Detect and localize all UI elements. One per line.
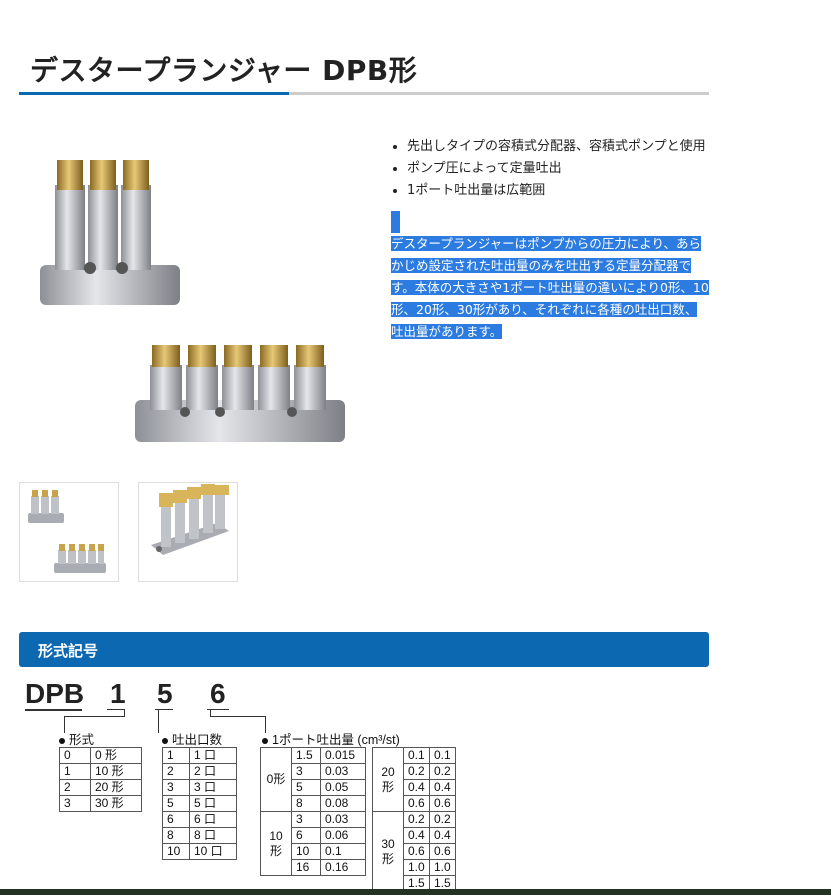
connector bbox=[64, 716, 65, 733]
connector bbox=[64, 716, 125, 717]
feature-item: 1ポート吐出量は広範囲 bbox=[407, 180, 706, 202]
feature-list: 先出しタイプの容積式分配器、容積式ポンプと使用 ポンプ圧によって定量吐出 1ポー… bbox=[390, 136, 706, 202]
connector bbox=[265, 716, 266, 733]
title-underline bbox=[19, 92, 709, 95]
thumbnail-1-image bbox=[28, 490, 106, 573]
description-block[interactable]: デスタープランジャーはポンプからの圧力により、あらかじめ設定された吐出量のみを吐… bbox=[391, 211, 709, 343]
text-selection-highlight bbox=[391, 211, 400, 233]
description-paragraph[interactable]: デスタープランジャーはポンプからの圧力により、あらかじめ設定された吐出量のみを吐… bbox=[391, 233, 709, 343]
thumbnail-1[interactable] bbox=[19, 482, 119, 582]
thumbnail-2[interactable] bbox=[138, 482, 238, 582]
digit-2-underline bbox=[155, 709, 173, 710]
model-code-digit-3: 6 bbox=[210, 678, 226, 709]
feature-item: 先出しタイプの容積式分配器、容積式ポンプと使用 bbox=[407, 136, 706, 158]
connector bbox=[124, 709, 125, 717]
feature-item: ポンプ圧によって定量吐出 bbox=[407, 158, 706, 180]
page-title: デスタープランジャー DPB形 bbox=[30, 53, 418, 87]
model-code-digit-2: 5 bbox=[157, 678, 173, 709]
model-code-prefix: DPB bbox=[25, 678, 85, 709]
digit-3-underline bbox=[207, 709, 229, 710]
connector bbox=[158, 709, 159, 733]
digit-1-underline bbox=[107, 709, 125, 710]
page-bottom-border bbox=[0, 889, 831, 895]
model-code-digit-1: 1 bbox=[110, 678, 126, 709]
prefix-underline bbox=[25, 709, 82, 711]
title-underline-accent bbox=[19, 92, 289, 95]
form-label: 形式 bbox=[59, 729, 94, 748]
product-photo-illustration bbox=[40, 160, 345, 442]
connector bbox=[210, 709, 211, 717]
thumbnail-2-image bbox=[151, 484, 229, 555]
section-header-model-code: 形式記号 bbox=[19, 632, 709, 667]
description-text: デスタープランジャーはポンプからの圧力により、あらかじめ設定された吐出量のみを吐… bbox=[391, 236, 709, 339]
section-heading: 形式記号 bbox=[38, 642, 99, 660]
outlets-label: 吐出口数 bbox=[162, 729, 222, 748]
product-main-image[interactable] bbox=[30, 130, 360, 460]
discharge-label: 1ポート吐出量 (cm³/st) bbox=[262, 729, 400, 748]
connector bbox=[210, 716, 265, 717]
